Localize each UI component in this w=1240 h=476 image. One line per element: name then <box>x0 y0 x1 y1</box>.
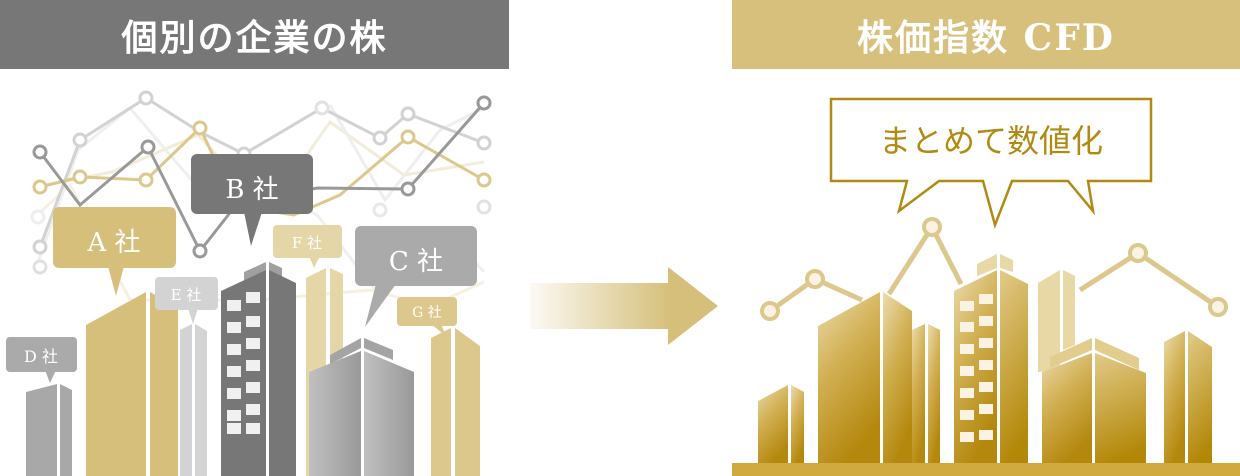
bubble-company-a: A 社 <box>53 207 176 296</box>
ground-bar <box>732 463 1240 476</box>
label-company-e: E 社 <box>171 286 202 304</box>
index-line-chart <box>760 217 1228 321</box>
summary-callout: まとめて数値化 <box>829 97 1153 229</box>
bubble-company-e: E 社 <box>155 277 218 324</box>
building-b <box>221 262 296 476</box>
right-arrow-icon <box>530 267 718 345</box>
bubble-company-g: G 社 <box>397 297 457 336</box>
building-a <box>86 292 178 476</box>
label-company-d: D 社 <box>24 347 58 366</box>
building-g <box>431 328 480 476</box>
bubble-company-f: F 社 <box>273 225 342 268</box>
callout-text: まとめて数値化 <box>879 122 1103 160</box>
individual-stocks-header: 個別の企業の株 <box>0 0 509 69</box>
building-d <box>26 384 72 476</box>
label-company-a: A 社 <box>86 228 140 258</box>
label-company-g: G 社 <box>412 305 442 321</box>
bubble-company-c: C 社 <box>355 226 477 327</box>
label-company-c: C 社 <box>389 247 443 277</box>
stock-index-cfd-header: 株価指数 CFD <box>732 0 1240 69</box>
label-company-f: F 社 <box>292 234 322 252</box>
building-e <box>180 324 207 476</box>
bubble-company-d: D 社 <box>6 337 77 383</box>
bubble-company-b: B 社 <box>191 154 313 246</box>
building-c <box>309 338 414 476</box>
stock-index-cfd-title: 株価指数 CFD <box>857 16 1115 59</box>
gold-buildings <box>758 254 1212 466</box>
label-company-b: B 社 <box>225 175 278 205</box>
individual-stocks-title: 個別の企業の株 <box>121 16 388 59</box>
